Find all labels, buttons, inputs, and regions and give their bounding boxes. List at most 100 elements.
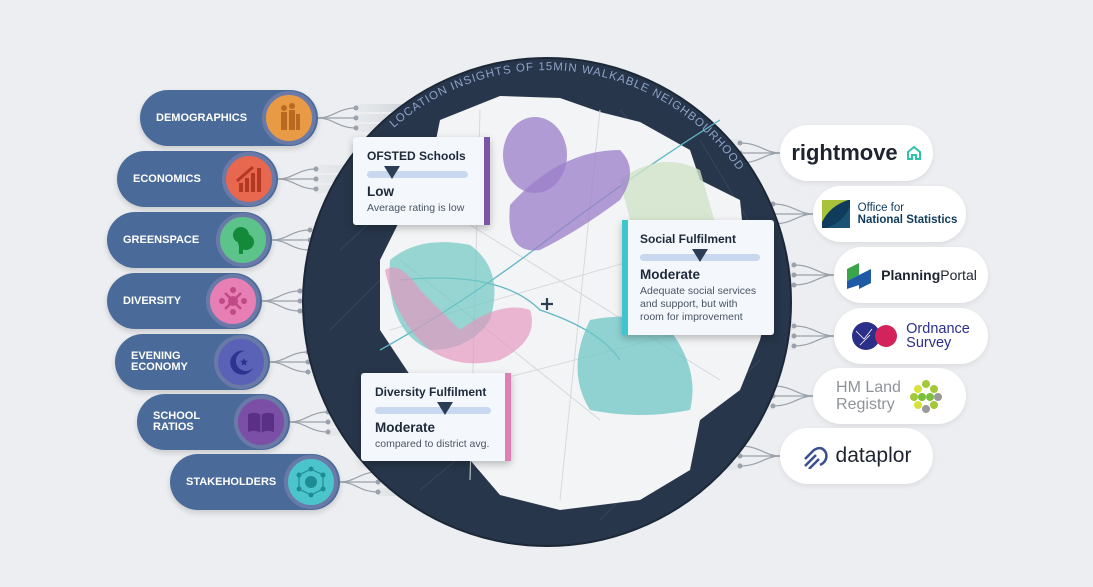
card-title: Diversity Fulfilment <box>375 385 487 399</box>
connector-dot <box>375 479 381 485</box>
connector-dot <box>313 176 319 182</box>
connector-line <box>793 325 835 337</box>
rating-bar <box>640 249 760 262</box>
connector-dot <box>297 308 303 314</box>
card-value: Moderate <box>640 267 701 282</box>
category-school-ratios[interactable]: SCHOOL RATIOS <box>137 394 290 450</box>
source-rightmove[interactable]: rightmove <box>780 125 933 181</box>
category-label: GREENSPACE <box>123 233 200 246</box>
connector-dot <box>353 105 359 111</box>
rating-bar <box>367 166 468 179</box>
category-label: DEMOGRAPHICS <box>156 111 248 124</box>
category-label: SCHOOL RATIOS <box>153 410 201 433</box>
connector-line <box>269 361 309 373</box>
os-line1: Ordnance <box>906 321 970 337</box>
source-dataplor[interactable]: dataplor <box>780 428 933 484</box>
connector-line <box>772 385 814 397</box>
card-title: Social Fulfilment <box>640 232 737 246</box>
source-planning-portal[interactable]: PlanningPortal <box>834 247 988 303</box>
connector-line <box>739 455 781 467</box>
card-diversity-fulfilment: Diversity Fulfilment Moderate compared t… <box>361 373 511 461</box>
rating-marker <box>692 249 708 262</box>
category-diversity[interactable]: DIVERSITY <box>107 273 262 329</box>
connector-line <box>772 395 814 407</box>
connector-dot <box>791 343 797 349</box>
dataplor-logo: dataplor <box>835 444 912 467</box>
planning-bold: Planning <box>881 267 941 283</box>
moon-star-icon <box>214 335 268 389</box>
card-value: Low <box>367 184 394 199</box>
category-economics[interactable]: ECONOMICS <box>117 151 278 207</box>
category-label: STAKEHOLDERS <box>186 475 277 488</box>
connector-line <box>739 445 781 457</box>
ons-logo-icon <box>821 200 850 228</box>
connector-line <box>339 481 379 493</box>
connector-dot <box>737 463 743 469</box>
connector-dot <box>297 298 303 304</box>
connector-dot <box>325 429 331 435</box>
category-evening-economy[interactable]: EVENING ECONOMY <box>115 334 270 390</box>
planning-portal-logo-icon <box>847 263 872 289</box>
category-label: DIVERSITY <box>123 294 182 307</box>
hmlr-line2: Registry <box>836 396 895 413</box>
rating-marker <box>436 402 453 415</box>
ons-line2: National Statistics <box>857 214 958 226</box>
connector-dot <box>297 288 303 294</box>
connector-line <box>261 290 301 302</box>
card-value: Moderate <box>375 420 436 435</box>
ordnance-survey-logo-icon <box>852 322 898 350</box>
rating-bar <box>375 402 491 415</box>
card-description: Average rating is low <box>367 202 465 214</box>
category-greenspace[interactable]: GREENSPACE <box>107 212 272 268</box>
planning-rest: Portal <box>940 267 977 283</box>
hm-land-registry-logo-icon <box>909 380 942 413</box>
connector-dot <box>307 227 313 233</box>
connector-line <box>271 229 311 241</box>
connector-dot <box>791 282 797 288</box>
connector-line <box>277 168 317 180</box>
people-icon <box>262 91 316 145</box>
zone-purple-east <box>509 150 630 251</box>
connector-line <box>289 421 329 433</box>
category-label: EVENING ECONOMY <box>131 350 188 373</box>
category-demographics[interactable]: DEMOGRAPHICS <box>140 90 318 146</box>
connector-line <box>289 411 329 423</box>
growth-chart-icon <box>222 152 276 206</box>
card-description: compared to district avg. <box>375 438 490 450</box>
connector-dot <box>353 125 359 131</box>
connector-line <box>793 335 835 347</box>
rating-marker <box>384 166 401 179</box>
house-icon <box>906 145 921 160</box>
connector-line <box>277 178 317 190</box>
crosshair-icon <box>541 298 553 310</box>
connector-dot <box>737 140 743 146</box>
connector-line <box>271 239 311 251</box>
hmlr-line1: HM Land <box>836 379 901 396</box>
card-social-fulfilment: Social Fulfilment Moderate Adequate soci… <box>622 220 774 335</box>
connector-dot <box>791 333 797 339</box>
connector-line <box>793 264 835 276</box>
zone-teal-east <box>577 316 693 415</box>
card-accent <box>622 220 628 335</box>
connector-dot <box>325 419 331 425</box>
connector-line <box>261 300 301 312</box>
connector-dot <box>791 323 797 329</box>
tree-icon <box>216 213 270 267</box>
connector-line <box>269 351 309 363</box>
connector-dot <box>313 186 319 192</box>
zone-pink <box>385 267 532 364</box>
connector-dot <box>305 369 311 375</box>
card-ofsted-schools: OFSTED Schools Low Average rating is low <box>353 137 490 225</box>
connector-dot <box>737 453 743 459</box>
category-label: ECONOMICS <box>133 172 201 185</box>
book-icon <box>234 395 288 449</box>
connector-line <box>793 274 835 286</box>
rightmove-logo: rightmove <box>791 140 898 165</box>
connector-dot <box>313 166 319 172</box>
dataplor-logo-icon <box>803 446 828 469</box>
category-stakeholders[interactable]: STAKEHOLDERS <box>170 454 340 510</box>
os-line2: Survey <box>906 335 952 351</box>
